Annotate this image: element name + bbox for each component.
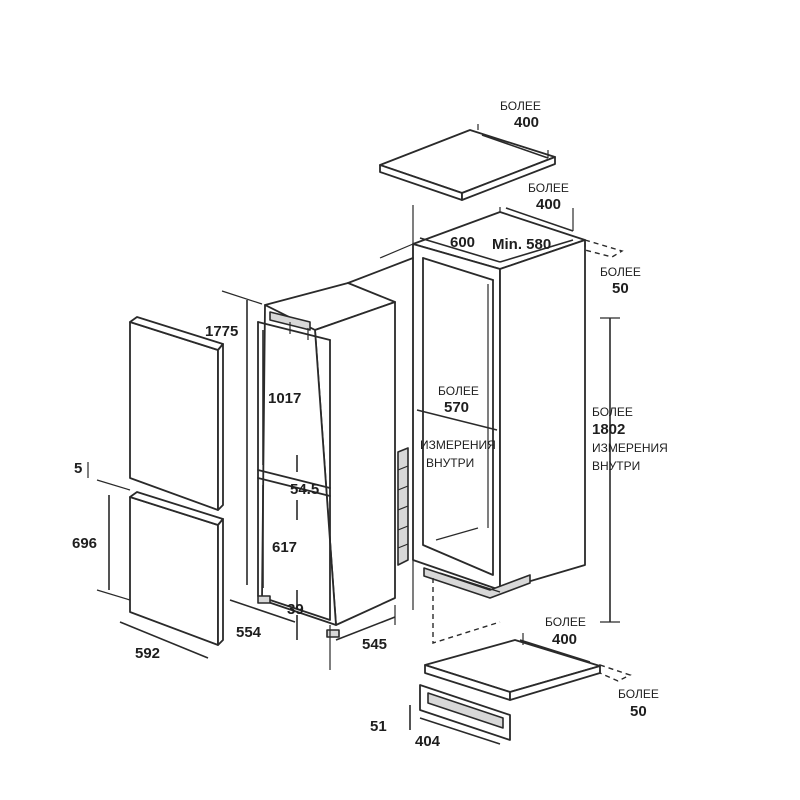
door-gap-left-value: 5: [74, 460, 82, 477]
inner-height-measure-label-2: ВНУТРИ: [592, 459, 640, 473]
bottom-gap-value: 39: [287, 601, 304, 618]
kitchen-niche: [379, 205, 624, 644]
door-gap-value: 54.5: [290, 481, 319, 498]
bottom-panel-more-label: БОЛЕЕ: [545, 615, 586, 629]
vent-gap-bottom-value: 50: [630, 703, 647, 720]
fridge-width-value: 554: [236, 624, 262, 641]
freezer-compartment-value: 617: [272, 539, 297, 556]
vent-gap-bottom-more-label: БОЛЕЕ: [618, 687, 659, 701]
top-panel-depth-value: 400: [514, 114, 539, 131]
freezer-door-height-value: 696: [72, 535, 97, 552]
fridge-compartment-value: 1017: [268, 390, 301, 407]
fridge-depth-value: 545: [362, 636, 387, 653]
upper-door-panel: [129, 316, 224, 511]
plinth-width-value: 404: [415, 733, 441, 750]
fridge-height-value: 1775: [205, 323, 238, 340]
bottom-panel-depth-value: 400: [552, 631, 577, 648]
plinth: [409, 684, 511, 745]
inner-depth-measure-label-1: ИЗМЕРЕНИЯ: [420, 438, 496, 452]
bottom-panel: [424, 633, 632, 701]
vent-gap-top-more-label: БОЛЕЕ: [600, 265, 641, 279]
niche-width-value: 600: [450, 234, 475, 251]
inner-height-value: 1802: [592, 421, 625, 438]
inner-depth-more-label: БОЛЕЕ: [438, 384, 479, 398]
inner-depth-measure-label-2: ВНУТРИ: [426, 456, 474, 470]
plinth-height-value: 51: [370, 718, 387, 735]
top-panel-depth-line: [481, 134, 549, 159]
top-cover-panel: [379, 124, 556, 201]
inner-depth-value: 570: [444, 399, 469, 416]
fridge-body: [221, 257, 414, 670]
niche-top-more-label: БОЛЕЕ: [528, 181, 569, 195]
niche-min-depth-value: Min. 580: [492, 236, 551, 253]
inner-height-measure-label-1: ИЗМЕРЕНИЯ: [592, 441, 668, 455]
niche-top-depth-value: 400: [536, 196, 561, 213]
door-width-value: 592: [135, 645, 160, 662]
vent-gap-top-value: 50: [612, 280, 629, 297]
top-panel-more-label: БОЛЕЕ: [500, 99, 541, 113]
inner-height-more-label: БОЛЕЕ: [592, 405, 633, 419]
lower-door-panel: [87, 462, 224, 659]
